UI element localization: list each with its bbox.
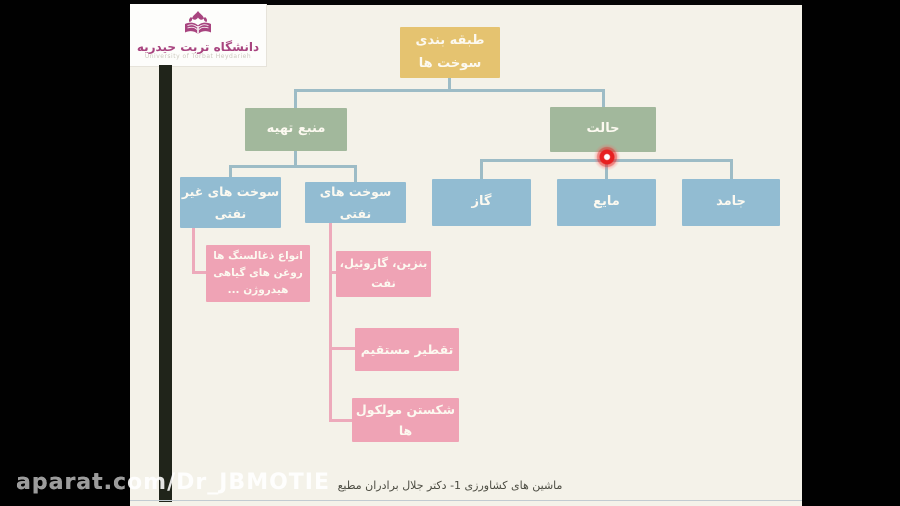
university-name-english: University of Torbat Heydarieh <box>144 53 252 60</box>
connector-to-petroleum <box>354 165 357 183</box>
connector-to-direct-distillation <box>329 347 356 350</box>
connector-to-source <box>294 89 297 109</box>
university-name: دانشگاه تربت حیدریه <box>136 40 260 54</box>
footer-divider <box>130 500 802 501</box>
watermark-text: aparat.com/Dr_JBMOTIE <box>16 470 331 495</box>
node-solid: جامد <box>682 179 780 226</box>
node-petroleum-fuels: سوخت های نفتی <box>305 182 406 223</box>
university-logo-box: دانشگاه تربت حیدریه University of Torbat… <box>130 4 267 67</box>
node-molecule-cracking: شکستن مولکول ها <box>352 398 459 442</box>
connector-to-solid <box>730 159 733 180</box>
node-direct-distillation: تقطیر مستقیم <box>355 328 459 371</box>
connector-to-cracking <box>329 419 353 422</box>
node-liquid: مایع <box>557 179 656 226</box>
node-non-petroleum-examples: انواع ذغالسنگ ها روغن های گیاهی هیدروژن … <box>206 245 310 302</box>
university-logo-icon <box>181 10 215 40</box>
top-border-strip <box>130 0 802 5</box>
node-gas: گاز <box>432 179 531 226</box>
aparat-watermark: aparat.com/Dr_JBMOTIE aparat.com/Dr_JBMO… <box>16 470 330 495</box>
connector-source-horizontal <box>229 165 357 168</box>
node-fuel-classification: طبقه بندی سوخت ها <box>400 27 500 78</box>
node-non-petroleum-fuels: سوخت های غیر نفتی <box>180 177 281 228</box>
slide-footer-caption: ماشین های کشاورزی 1- دکتر جلال برادران م… <box>337 479 563 492</box>
connector-source-stub <box>294 151 297 167</box>
connector-root-stub <box>448 78 451 91</box>
connector-to-state <box>602 89 605 108</box>
cursor-click-indicator-icon <box>593 143 621 171</box>
slide-edge-bar <box>159 65 172 502</box>
node-petroleum-examples: بنزین، گازوئیل، نفت <box>336 251 431 297</box>
connector-to-gas <box>480 159 483 180</box>
connector-to-non-petroleum <box>229 165 232 178</box>
connector-to-non-petroleum-examples <box>192 271 207 274</box>
node-supply-source: منبع تهیه <box>245 108 347 151</box>
connector-petroleum-down <box>329 223 332 422</box>
connector-non-petroleum-down <box>192 228 195 274</box>
connector-root-horizontal <box>294 89 605 92</box>
connector-to-petroleum-examples <box>329 271 339 274</box>
